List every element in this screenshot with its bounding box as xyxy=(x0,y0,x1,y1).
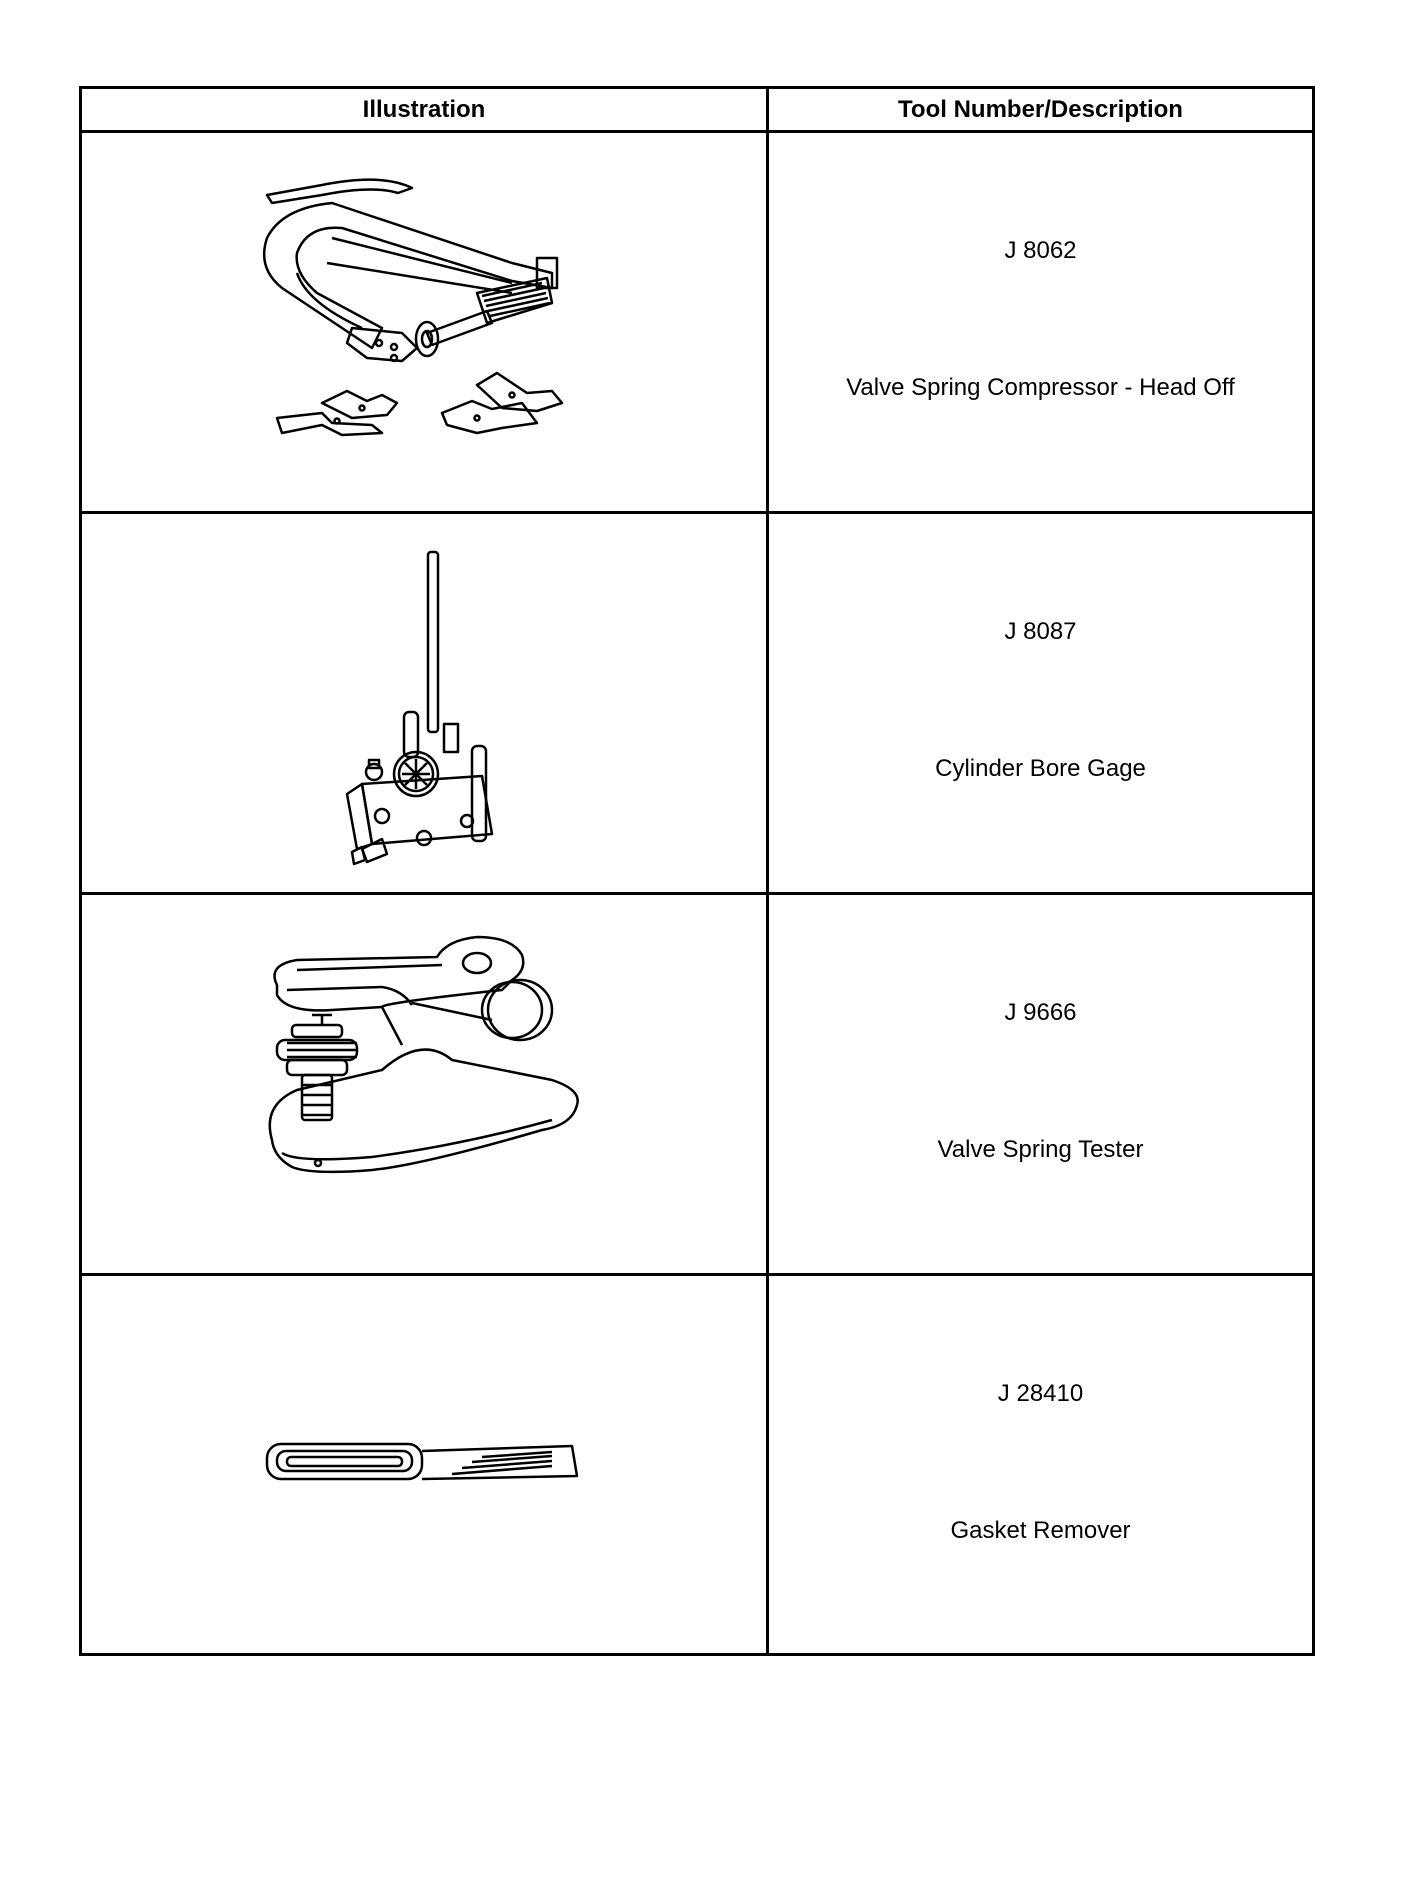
tool-number: J 9666 xyxy=(1004,999,1077,1026)
tool-description: Cylinder Bore Gage xyxy=(935,755,1146,782)
tool-description-cell: J 9666 Valve Spring Tester xyxy=(769,895,1312,1273)
tool-description-cell: J 8062 Valve Spring Compressor - Head Of… xyxy=(769,133,1312,511)
table-row: J 8087 Cylinder Bore Gage xyxy=(82,514,1312,895)
tool-description: Gasket Remover xyxy=(950,1517,1131,1544)
valve-spring-tester-icon xyxy=(268,935,579,1174)
gasket-remover-icon xyxy=(265,1442,579,1481)
tool-number: J 28410 xyxy=(997,1380,1084,1407)
header-tool-number-description: Tool Number/Description xyxy=(898,96,1183,123)
table-row: J 9666 Valve Spring Tester xyxy=(82,895,1312,1276)
tool-number: J 8062 xyxy=(1004,237,1077,264)
table-header: Illustration Tool Number/Description xyxy=(82,89,1312,133)
valve-spring-compressor-icon xyxy=(262,178,564,437)
tool-description: Valve Spring Compressor - Head Off xyxy=(846,374,1235,401)
tool-number: J 8087 xyxy=(1004,618,1077,645)
illustration-cell xyxy=(82,895,766,1273)
illustration-cell xyxy=(82,133,766,511)
tool-description-cell: J 8087 Cylinder Bore Gage xyxy=(769,514,1312,892)
column-divider xyxy=(766,89,769,1653)
table-row: J 28410 Gasket Remover xyxy=(82,1276,1312,1653)
table-row: J 8062 Valve Spring Compressor - Head Of… xyxy=(82,133,1312,514)
header-illustration: Illustration xyxy=(362,96,486,123)
cylinder-bore-gage-icon xyxy=(345,550,494,866)
illustration-cell xyxy=(82,1276,766,1653)
tool-description-cell: J 28410 Gasket Remover xyxy=(769,1276,1312,1653)
illustration-cell xyxy=(82,514,766,892)
tool-description: Valve Spring Tester xyxy=(937,1136,1144,1163)
special-tools-table: Illustration Tool Number/Description xyxy=(79,86,1315,1656)
